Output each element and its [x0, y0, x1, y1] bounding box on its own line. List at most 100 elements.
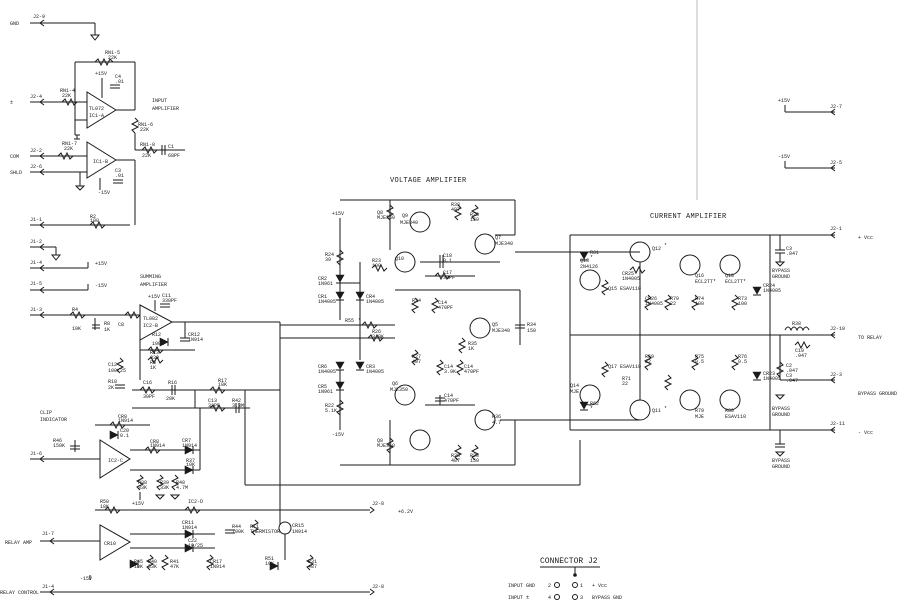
svg-text:Q11: Q11	[652, 408, 661, 414]
svg-text:22K: 22K	[142, 153, 151, 159]
svg-text:33K: 33K	[148, 564, 157, 570]
svg-text:J2-10: J2-10	[830, 326, 845, 332]
svg-text:1N4005: 1N4005	[366, 299, 384, 305]
svg-text:1N961: 1N961	[318, 281, 333, 287]
svg-text:R73: R73	[738, 296, 747, 302]
svg-text:GROUND: GROUND	[772, 274, 790, 280]
svg-text:Q18: Q18	[725, 273, 734, 279]
svg-text:Q6: Q6	[392, 381, 398, 387]
svg-text:150: 150	[527, 328, 536, 334]
svg-text:22K: 22K	[140, 127, 149, 133]
svg-text:INDICATOR: INDICATOR	[40, 417, 67, 423]
svg-text:1N4005: 1N4005	[763, 376, 781, 382]
svg-text:C14: C14	[444, 393, 453, 399]
svg-text:R17: R17	[218, 378, 227, 384]
svg-text:THERMISTOR: THERMISTOR	[250, 529, 280, 535]
svg-text:R31: R31	[308, 559, 317, 565]
svg-text:150: 150	[470, 458, 479, 464]
svg-text:.047: .047	[786, 368, 798, 374]
svg-text:C12: C12	[108, 362, 117, 368]
svg-text:R38: R38	[451, 453, 460, 459]
svg-text:1N914: 1N914	[182, 525, 197, 531]
svg-text:R24: R24	[325, 252, 334, 258]
terminal-j1-4: J1-4 +15V	[30, 260, 107, 272]
svg-text:RN1-4: RN1-4	[60, 88, 75, 94]
svg-text:R39: R39	[160, 480, 169, 486]
svg-text:+15V: +15V	[132, 501, 144, 507]
svg-text:C13: C13	[208, 398, 217, 404]
svg-text:-15V: -15V	[80, 576, 92, 582]
svg-text:J2-6: J2-6	[30, 164, 42, 170]
svg-text:C17: C17	[443, 270, 452, 276]
svg-text:IC1-A: IC1-A	[89, 113, 104, 119]
svg-text:MJE350: MJE350	[377, 443, 395, 449]
svg-text:CR3: CR3	[366, 364, 375, 370]
terminal-j1-2: J1-2	[30, 239, 62, 261]
svg-text:C2: C2	[786, 363, 792, 369]
svg-text:J1-1: J1-1	[30, 217, 42, 223]
svg-text:CR9: CR9	[118, 414, 127, 420]
svg-text:10K: 10K	[186, 462, 195, 468]
svg-text:MJE350: MJE350	[377, 215, 395, 221]
svg-text:R34: R34	[527, 322, 536, 328]
svg-text:.01: .01	[115, 79, 124, 85]
svg-text:33PF: 33PF	[208, 403, 220, 409]
svg-text:1K: 1K	[150, 365, 156, 371]
svg-text:487: 487	[451, 458, 460, 464]
svg-text:R16: R16	[168, 380, 177, 386]
svg-text:BYPASS: BYPASS	[772, 458, 790, 464]
svg-text:CR10: CR10	[104, 541, 116, 547]
svg-text:AMPLIFIER: AMPLIFIER	[152, 106, 179, 112]
svg-text:R12: R12	[152, 332, 161, 338]
svg-text:0.1: 0.1	[443, 258, 452, 264]
svg-text:MJE340: MJE340	[492, 328, 510, 334]
svg-text:RN1-6: RN1-6	[138, 122, 153, 128]
svg-text:CR24: CR24	[763, 283, 775, 289]
svg-text:C3: C3	[786, 373, 792, 379]
terminal-j2-9: J2-9 GND	[10, 14, 101, 41]
svg-text:Q12: Q12	[652, 246, 661, 252]
svg-text:100: 100	[90, 218, 99, 224]
svg-text:MJE350: MJE350	[390, 387, 408, 393]
svg-text:CR12: CR12	[188, 332, 200, 338]
svg-text:CR6: CR6	[318, 364, 327, 370]
svg-text:330: 330	[150, 355, 159, 361]
svg-text:22K: 22K	[62, 93, 71, 99]
svg-text:ECL2TT*: ECL2TT*	[695, 279, 716, 285]
terminal-j1-5: J1-5 -15V	[30, 281, 107, 294]
svg-text:1N914: 1N914	[182, 443, 197, 449]
svg-text:10/25: 10/25	[188, 543, 203, 549]
svg-text:-15V: -15V	[98, 190, 110, 196]
svg-text:R61: R61	[590, 250, 599, 256]
svg-text:R62: R62	[590, 401, 599, 407]
svg-text:J1-3: J1-3	[30, 307, 42, 313]
input-amplifier: INPUT AMPLIFIER TL072 IC1-A RN1-5 22K +1…	[60, 50, 179, 150]
svg-text:Q15: Q15	[608, 286, 617, 292]
svg-text:*: *	[664, 406, 667, 412]
svg-text:Q10: Q10	[395, 256, 404, 262]
svg-text:C3: C3	[115, 168, 121, 174]
svg-text:J2-2: J2-2	[30, 148, 42, 154]
svg-text:ECL2TT*: ECL2TT*	[725, 279, 746, 285]
svg-text:R2: R2	[90, 214, 96, 220]
svg-text:BYPASS: BYPASS	[772, 268, 790, 274]
svg-text:C19: C19	[795, 348, 804, 354]
svg-text:CR4: CR4	[366, 294, 375, 300]
svg-text:18K: 18K	[100, 504, 109, 510]
svg-text:R71: R71	[622, 376, 631, 382]
svg-text:J1-4: J1-4	[30, 260, 42, 266]
svg-text:ESAV110: ESAV110	[620, 364, 641, 370]
svg-text:J2-3: J2-3	[830, 372, 842, 378]
svg-text:C3: C3	[786, 246, 792, 252]
svg-text:C4: C4	[115, 74, 121, 80]
svg-text:R45: R45	[134, 559, 143, 565]
svg-text:R5: R5	[150, 360, 156, 366]
svg-text:R36: R36	[492, 414, 501, 420]
svg-text:100/25: 100/25	[108, 368, 126, 374]
svg-text:1N914: 1N914	[118, 418, 133, 424]
summing-amplifier: SUMMING AMPLIFIER TL082 IC2-B +15V C11 3…	[69, 274, 280, 413]
svg-text:INPUT GND: INPUT GND	[508, 583, 535, 589]
svg-text:22: 22	[670, 301, 676, 307]
svg-text:Q14: Q14	[570, 383, 579, 389]
svg-text:INPUT: INPUT	[152, 98, 167, 104]
